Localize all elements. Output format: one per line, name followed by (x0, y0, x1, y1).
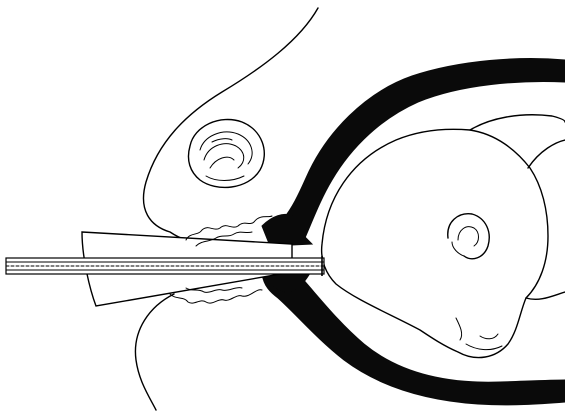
fetal-face-edge (466, 344, 502, 350)
lower-body-contour (135, 294, 174, 410)
coil-line-2 (204, 144, 244, 168)
umbilicus-coil (188, 119, 264, 187)
coil-outer-ring (188, 119, 264, 187)
endoscope-shaft (6, 256, 324, 276)
fetal-chin-line (526, 292, 565, 299)
fetal-back-line (470, 115, 565, 130)
uterine-wall-lower (262, 273, 565, 405)
fetal-ear (448, 214, 489, 259)
ear-lobe (452, 242, 464, 256)
tissue-frill-lower (170, 290, 262, 303)
tissue-frill-upper (186, 216, 272, 240)
fetal-mouth (456, 318, 462, 340)
coil-line-1 (200, 132, 252, 164)
coil-line-3 (210, 157, 234, 168)
fetal-head-outline (322, 129, 548, 357)
uterine-wall-upper (270, 59, 565, 240)
coil-line-5 (212, 139, 232, 142)
outer-body-contour (143, 8, 318, 240)
ear-inner (458, 227, 479, 246)
coil-line-4 (206, 176, 244, 181)
ear-outer (448, 214, 489, 259)
fetal-nose (480, 334, 498, 339)
fetal-shoulder-line (528, 140, 565, 168)
